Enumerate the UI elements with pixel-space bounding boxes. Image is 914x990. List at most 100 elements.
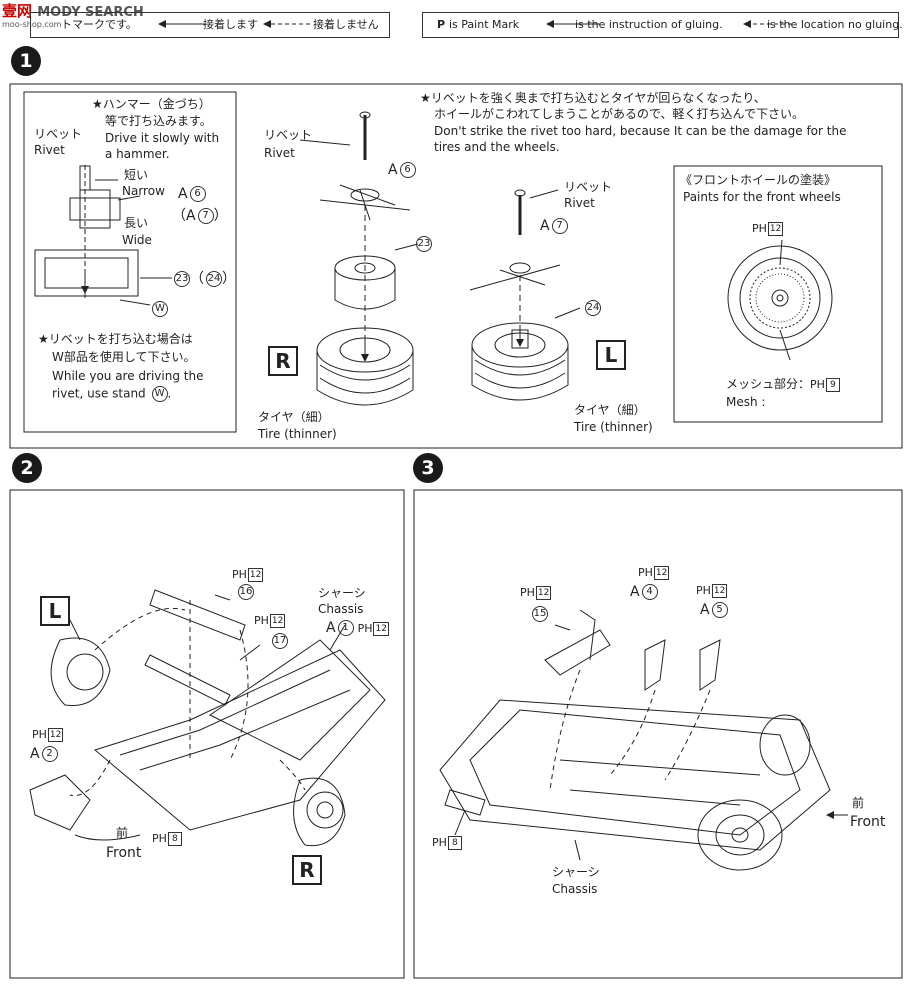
step-1-number: 1 (11, 46, 41, 76)
stand-note-jp-1: ★リベットを打ち込む場合は (38, 332, 193, 346)
caution-en-1: Don't strike the rivet too hard, because… (434, 124, 847, 138)
legend-en-paint-mark: is Paint Mark (449, 18, 520, 31)
part-prefix: A (326, 620, 336, 636)
front-wheel-drawing (727, 245, 833, 351)
paint-prefix: PH (254, 614, 269, 627)
paint-prefix: PH (232, 568, 247, 581)
part-number: 16 (238, 584, 254, 600)
badge-l-step1: L (596, 340, 626, 370)
tire-r-en: Tire (thinner) (258, 427, 337, 441)
step1-frame (9, 83, 903, 449)
paint-number: 8 (447, 836, 462, 850)
wheel-paint-title-jp: 《フロントホイールの塗装》 (680, 173, 837, 187)
part-label-24: 24 (583, 300, 601, 316)
paint-number: 12 (269, 614, 286, 628)
mesh-label-en: Mesh : (726, 395, 766, 409)
caution-en-2: tires and the wheels. (434, 140, 560, 154)
paint-number: 12 (711, 584, 728, 598)
legend-jp-box: トマークです。 接着します 接着しません (30, 12, 390, 38)
step2-front-jp: 前 (116, 826, 129, 840)
part-number: 17 (272, 633, 288, 649)
part-a4 (644, 639, 666, 691)
inset-rivet-body (69, 197, 121, 221)
part-number: 15 (532, 606, 548, 622)
step3-chassis-en: Chassis (552, 882, 598, 896)
watermark-logo-text: 壹网 (2, 2, 33, 20)
paint-prefix: PH (696, 584, 711, 597)
part-prefix: A (178, 186, 188, 202)
tire-r-jp: タイヤ（細） (258, 410, 330, 424)
step-2-number: 2 (12, 453, 42, 483)
badge-l-step2: L (40, 596, 70, 626)
narrow-en: Narrow (122, 184, 165, 198)
badge-r-step1: R (268, 346, 298, 376)
paint-prefix: PH (752, 222, 767, 235)
paint-number: 12 (247, 568, 264, 582)
part-prefix: A (700, 602, 710, 618)
step2-wheel-l (50, 637, 111, 707)
step3-front-jp: 前 (852, 796, 865, 810)
part-16 (149, 589, 246, 641)
part-a5 (699, 639, 721, 691)
caution-jp-2: ホイールがこわれてしまうことがあるので、軽く打ち込んで下さい。 (434, 107, 804, 121)
wheel-paint-title-en: Paints for the front wheels (683, 190, 841, 204)
step2-front-en: Front (106, 845, 142, 861)
tire-l-jp: タイヤ（細） (574, 403, 646, 417)
part-17 (144, 654, 231, 706)
stand-note-en-2-wrap: rivet, use stand W. (52, 386, 172, 402)
legend-jp-paint-mark: トマークです。 (61, 18, 137, 31)
part-a2 (29, 774, 91, 831)
paint-prefix: PH (432, 836, 447, 849)
part-prefix: A (30, 746, 40, 762)
legend-en-paint-mark-symbol: P (437, 18, 446, 31)
tire-l-en: Tire (thinner) (574, 420, 653, 434)
paint-number: 12 (373, 622, 389, 636)
paint-prefix: PH (638, 566, 653, 579)
hammer-note-en-1: Drive it slowly with (105, 131, 220, 145)
step2-chassis-jp: シャーシ (318, 586, 366, 600)
paint-number: 12 (47, 728, 64, 742)
inset-rivet-en: Rivet (34, 143, 65, 157)
paint-prefix: PH (810, 378, 825, 391)
part-prefix: A (630, 584, 640, 600)
long-jp: 長い (124, 216, 149, 230)
part-number: W (152, 301, 168, 317)
part-label-23: 23 (414, 236, 432, 252)
paint-prefix: PH (357, 622, 373, 635)
step3-frame (413, 489, 903, 979)
hammer-note-jp-1: ★ハンマー（金づち） (92, 97, 211, 111)
part-number: 23 (174, 271, 190, 287)
part-number: 4 (641, 584, 658, 600)
paint-number: 8 (167, 832, 182, 846)
part-number: 1 (337, 620, 354, 636)
rivet-l-en: Rivet (564, 196, 595, 210)
badge-r-step2: R (292, 855, 322, 885)
part-15 (544, 629, 611, 676)
part-number: 7 (551, 218, 568, 234)
rivet-l-jp: リベット (564, 180, 613, 194)
wide-en: Wide (122, 233, 152, 247)
part-number: 23 (416, 236, 432, 252)
paint-number: 12 (653, 566, 670, 580)
watermark-url: moo-shop.com (2, 20, 62, 29)
step2-frame (9, 489, 405, 979)
part-number: 6 (189, 186, 206, 202)
paint-number: 9 (825, 378, 840, 392)
paint-prefix: PH (32, 728, 47, 741)
wheel-paint-frame (673, 165, 883, 423)
